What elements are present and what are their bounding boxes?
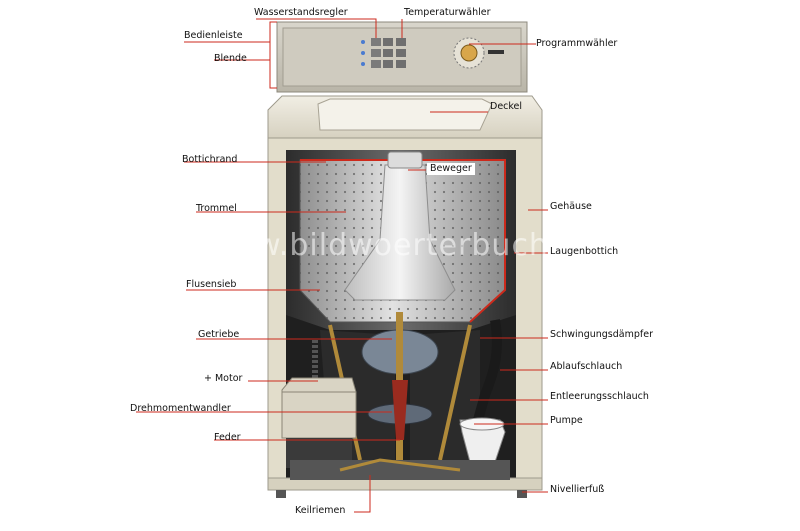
leader-bedienleiste	[184, 21, 277, 89]
pump	[459, 417, 506, 463]
leader-wasserstandsregler	[256, 18, 377, 38]
label-blende: Blende	[214, 53, 247, 64]
label-beweger: Beweger	[427, 163, 475, 175]
leader-lines	[136, 18, 548, 513]
label-schwingungsdaempfer: Schwingungsdämpfer	[550, 329, 653, 340]
label-bedienleiste: Bedienleiste	[184, 30, 243, 41]
base	[267, 458, 543, 498]
agitator	[344, 151, 456, 301]
label-keilriemen: Keilriemen	[295, 505, 346, 516]
label-temperaturwaehler: Temperaturwähler	[404, 7, 491, 18]
label-entleerungsschlauch: Entleerungsschlauch	[550, 391, 649, 402]
label-drehmomentwandler: Drehmomentwandler	[130, 403, 231, 414]
label-laugenbottich: Laugenbottich	[550, 246, 619, 257]
label-motor-text: Motor	[214, 373, 243, 384]
label-trommel: Trommel	[196, 203, 237, 214]
motor	[281, 377, 357, 468]
label-nivellierfuss: Nivellierfuß	[550, 484, 605, 495]
label-ablaufschlauch: Ablaufschlauch	[550, 361, 623, 372]
label-motor: + Motor	[204, 373, 243, 384]
label-programmwaehler: Programmwähler	[536, 38, 618, 49]
water-level-buttons	[361, 38, 406, 68]
label-gehaeuse: Gehäuse	[550, 201, 592, 212]
program-dial	[453, 37, 504, 69]
label-feder: Feder	[214, 432, 241, 443]
label-getriebe: Getriebe	[198, 329, 240, 340]
label-deckel: Deckel	[490, 101, 523, 112]
leader-keilriemen	[354, 475, 371, 513]
label-pumpe: Pumpe	[550, 415, 583, 426]
label-flusensieb: Flusensieb	[186, 279, 237, 290]
label-bottichrand: Bottichrand	[182, 154, 238, 165]
watermark-text: www.bildwoerterbuch.com	[205, 228, 627, 263]
label-wasserstandsregler: Wasserstandsregler	[254, 7, 348, 18]
